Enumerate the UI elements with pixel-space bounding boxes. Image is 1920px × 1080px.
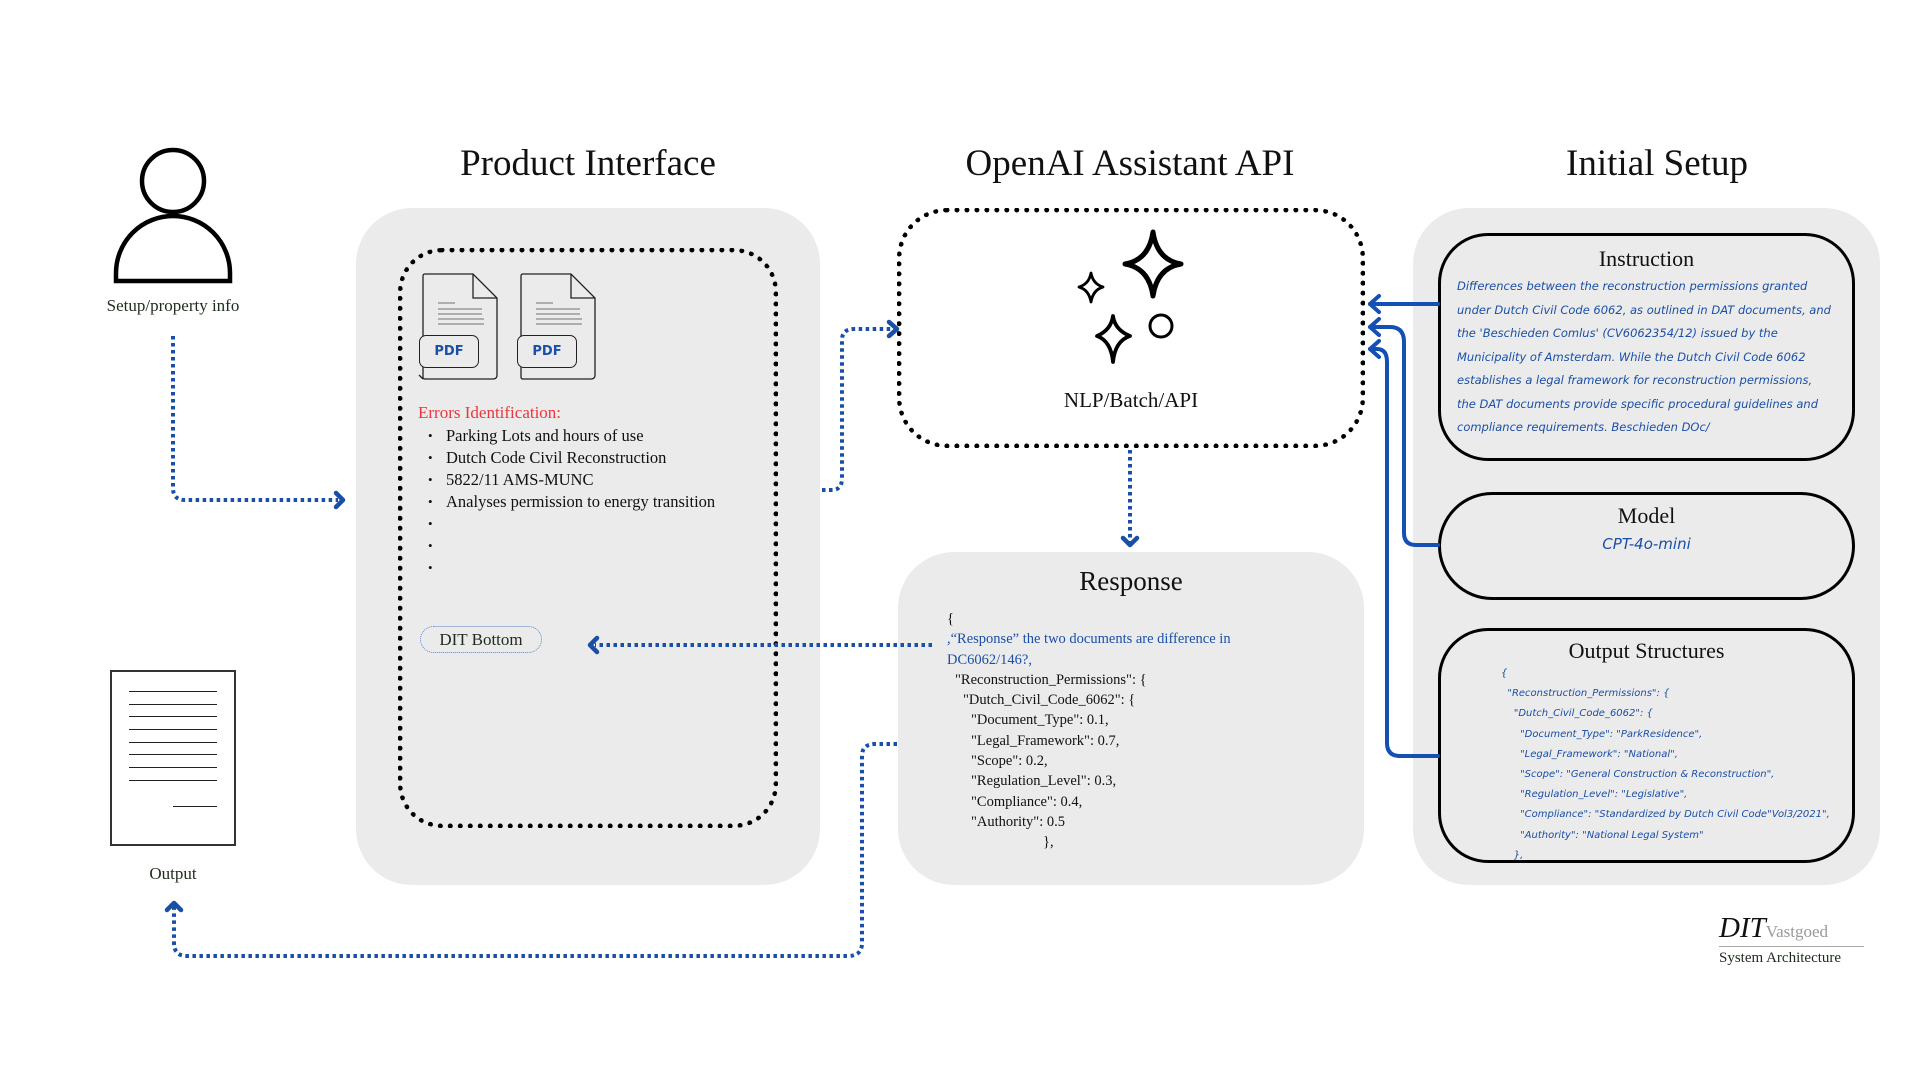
- output-structure-line: "Legal_Framework": "National",: [1501, 748, 1678, 760]
- product-interface-frame: [398, 248, 778, 828]
- response-line: },: [1043, 834, 1054, 851]
- output-structure-line: "Document_Type": "ParkResidence",: [1501, 728, 1703, 740]
- response-line: "Regulation_Level": 0.3,: [971, 773, 1117, 790]
- response-line: "Legal_Framework": 0.7,: [971, 732, 1120, 749]
- person-icon: [110, 147, 240, 285]
- response-line: "Dutch_Civil_Code_6062": {: [963, 692, 1136, 709]
- output-structure-line: {: [1501, 668, 1508, 679]
- pdf-tag: PDF: [517, 335, 577, 368]
- arrow-user-to-product: [171, 336, 338, 502]
- output-structure-line: "Compliance": "Standardized by Dutch Civ…: [1501, 809, 1830, 821]
- response-line: DC6062/146?,: [947, 651, 1032, 668]
- response-title: Response: [1079, 566, 1183, 596]
- errors-title: Errors Identification:: [418, 403, 562, 422]
- response-body: { ,“Response” the two documents are diffe…: [947, 609, 1231, 853]
- response-line: "Compliance": 0.4,: [971, 793, 1083, 810]
- output-structure-line: },: [1501, 849, 1524, 861]
- arrow-head-output: [164, 900, 184, 913]
- error-item: 5822/11 AMS-MUNC: [418, 469, 758, 491]
- response-line: "Document_Type": 0.1,: [971, 712, 1109, 729]
- error-item: [418, 535, 758, 557]
- output-structures-body: { "Reconstruction_Permissions": { "Dutch…: [1501, 664, 1852, 866]
- arrow-product-to-openai: [822, 327, 893, 492]
- error-item: [418, 513, 758, 535]
- arrow-head-dit: [587, 635, 600, 655]
- output-structure-line: "Regulation_Level": "Legislative",: [1501, 789, 1688, 801]
- pdf-file-icon[interactable]: PDF: [516, 273, 602, 381]
- openai-api-label: NLP/Batch/API: [1063, 388, 1199, 412]
- response-line: {: [947, 611, 954, 627]
- model-title: Model: [1617, 503, 1676, 528]
- pdf-tag: PDF: [419, 335, 479, 368]
- sparkles-icon: [1065, 228, 1195, 368]
- section-title-initial-setup: Initial Setup: [1566, 143, 1748, 184]
- output-structure-line: "Authority": "National Legal System": [1501, 829, 1704, 841]
- section-title-product-interface: Product Interface: [460, 143, 716, 184]
- arrow-response-to-output: [172, 742, 897, 958]
- dit-bottom-button[interactable]: DIT Bottom: [420, 626, 542, 653]
- model-value: CPT-4o-mini: [1602, 535, 1691, 553]
- openai-api-box: [897, 208, 1365, 448]
- output-structures-box: Output Structures { "Reconstruction_Perm…: [1438, 628, 1855, 863]
- output-structures-title: Output Structures: [1568, 638, 1725, 663]
- output-structure-line: "Scope": "General Construction & Reconst…: [1501, 769, 1775, 781]
- footer-divider: [1719, 946, 1864, 947]
- response-line: "Authority": 0.5: [971, 813, 1066, 830]
- output-structure-line: "Dutch_Civil_Code_6062": {: [1501, 708, 1653, 720]
- section-title-openai-api: OpenAI Assistant API: [965, 143, 1295, 184]
- user-label: Setup/property info: [106, 296, 240, 315]
- pdf-file-icon[interactable]: PDF: [418, 273, 504, 381]
- arrow-head-response: [1120, 535, 1140, 548]
- error-item: Parking Lots and hours of use: [418, 425, 758, 447]
- response-panel: [898, 552, 1364, 885]
- brand-dit: DIT: [1719, 912, 1766, 944]
- footer-brand: DITVastgoed: [1719, 912, 1828, 945]
- arrow-output-structures-to-openai: [1368, 347, 1440, 758]
- footer-subtitle: System Architecture: [1719, 950, 1842, 966]
- instruction-box: Instruction Differences between the reco…: [1438, 233, 1855, 461]
- response-line: "Scope": 0.2,: [971, 753, 1048, 770]
- response-line: ,“Response” the two documents are differ…: [947, 631, 1231, 648]
- document-icon: [110, 670, 236, 846]
- brand-suffix: Vastgoed: [1765, 922, 1829, 941]
- output-structure-line: "Reconstruction_Permissions": {: [1501, 688, 1670, 700]
- arrow-model-to-openai: [1368, 325, 1440, 547]
- errors-list: Parking Lots and hours of use Dutch Code…: [418, 425, 758, 579]
- arrow-head-user: [333, 490, 346, 510]
- error-item: Dutch Code Civil Reconstruction: [418, 447, 758, 469]
- error-item: Analyses permission to energy transition: [418, 491, 758, 513]
- output-label: Output: [149, 864, 197, 883]
- instruction-text: Differences between the reconstruction p…: [1457, 279, 1831, 434]
- instruction-title: Instruction: [1598, 246, 1695, 271]
- arrow-head-openai: [886, 319, 900, 339]
- error-item: [418, 557, 758, 579]
- response-line: "Reconstruction_Permissions": {: [955, 671, 1147, 688]
